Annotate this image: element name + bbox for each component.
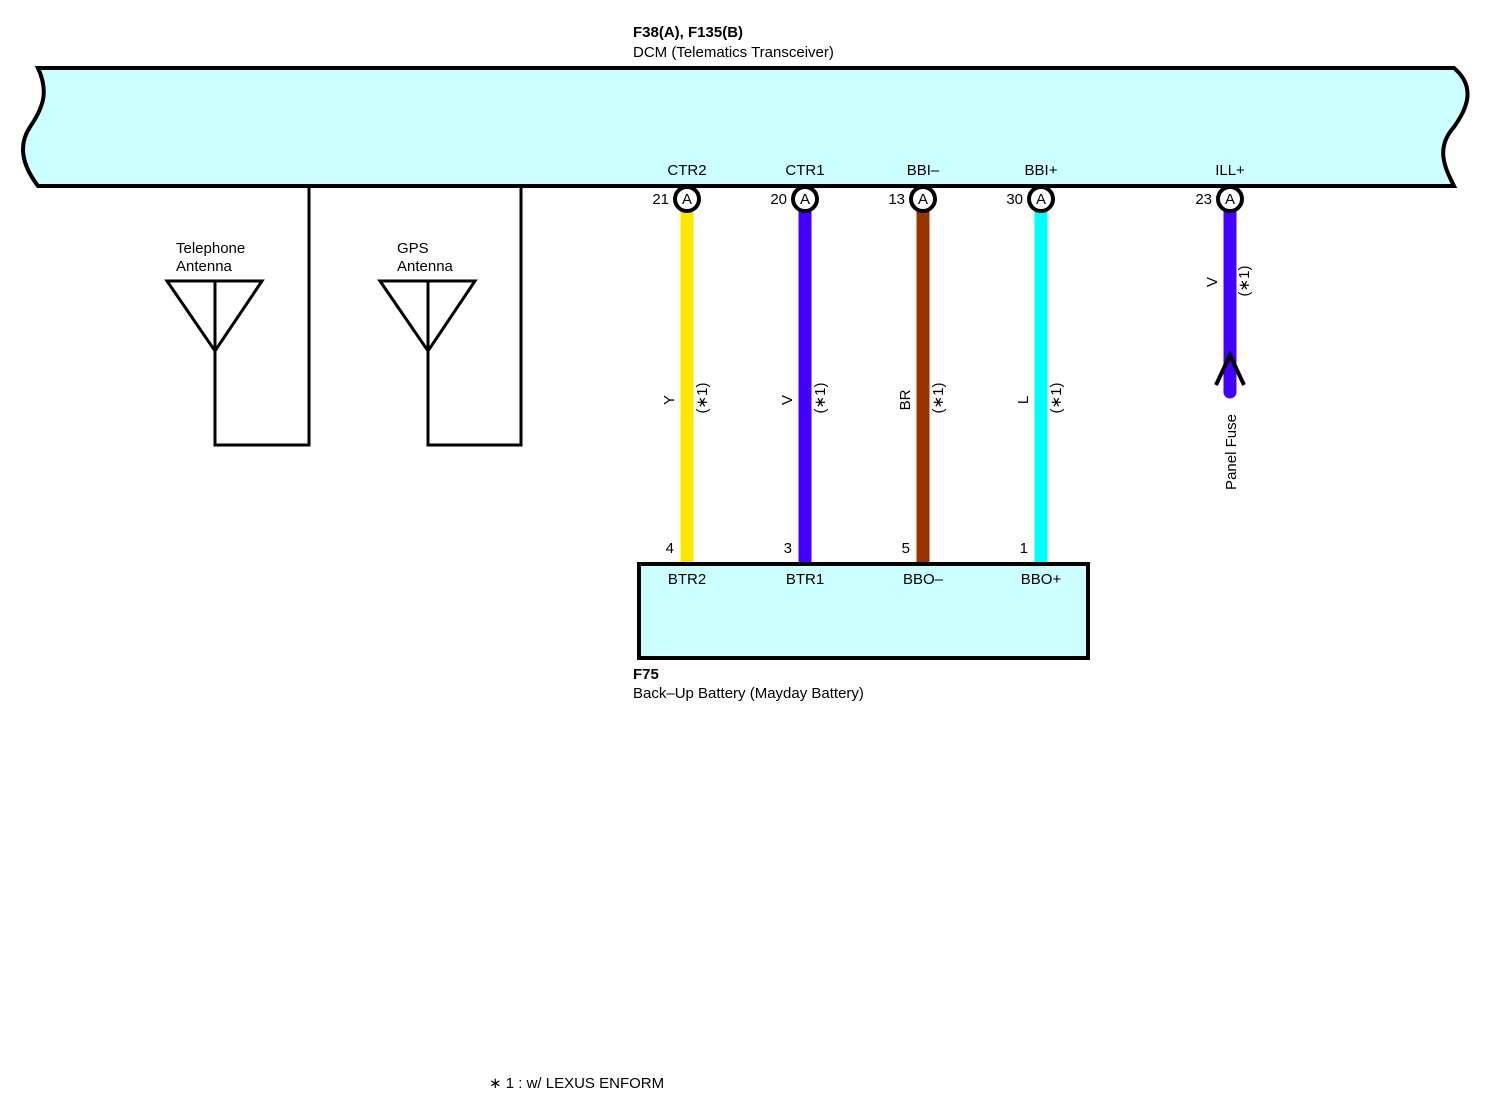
- wire-color-code: L: [1015, 396, 1032, 404]
- battery-pin-number: 4: [666, 540, 674, 557]
- pin-connector-circle: [909, 185, 937, 213]
- battery-component-body: [637, 562, 1090, 660]
- pin-connector-circle: [791, 185, 819, 213]
- wire-3: BBI+30 A L (∗1) 1: [1006, 162, 1065, 564]
- pin-connector-circle: [673, 185, 701, 213]
- battery-pin-signal: BTR2: [668, 571, 706, 588]
- gps-antenna-symbol: [377, 186, 523, 447]
- wire-note: (∗1): [930, 383, 947, 414]
- dcm-pin-number: 30: [1006, 191, 1023, 208]
- telephone-antenna-label-1: Telephone: [176, 240, 245, 257]
- battery-connector-label: F75: [633, 666, 659, 683]
- gps-antenna: GPS Antenna: [377, 186, 523, 447]
- wire-note: (∗1): [1048, 383, 1065, 414]
- dcm-pin-signal: BBI+: [1025, 162, 1058, 179]
- pin-connector-letter: A: [1036, 191, 1046, 208]
- dcm-pin-number: 21: [652, 191, 669, 208]
- telephone-antenna-symbol: [164, 186, 311, 447]
- wire-0: CTR2 21 A Y (∗1) 4: [652, 162, 711, 564]
- battery-name-label: Back–Up Battery (Mayday Battery): [633, 685, 864, 702]
- ill-wire-note: (∗1): [1236, 266, 1253, 297]
- pin-connector-letter: A: [682, 191, 692, 208]
- pin-connector-letter: A: [800, 191, 810, 208]
- wires-layer: CTR2 21 A Y (∗1) 4 CTR1 20 A V (∗1) 3 BBI–13 A BR (∗1) 5…: [652, 162, 1065, 564]
- dcm-component-body: [21, 66, 1470, 188]
- battery-pin-number: 1: [1020, 540, 1028, 557]
- gps-antenna-label-2: Antenna: [397, 258, 454, 275]
- dcm-pin-signal: BBI–: [907, 162, 940, 179]
- battery-pin-signal: BTR1: [786, 571, 824, 588]
- battery-pin-number: 3: [784, 540, 792, 557]
- ill-wire-color-code: V: [1204, 277, 1221, 287]
- dcm-name-label: DCM (Telematics Transceiver): [633, 44, 834, 61]
- dcm-pin-number: 20: [770, 191, 787, 208]
- dcm-pin-number: 13: [888, 191, 905, 208]
- ill-connector-circle: [1216, 185, 1244, 213]
- battery-pin-signal: BBO+: [1021, 571, 1062, 588]
- ill-signal: ILL+: [1215, 162, 1245, 179]
- gps-antenna-label-1: GPS: [397, 240, 429, 257]
- arrow-up-icon: [1214, 350, 1246, 386]
- footnote: ∗ 1 : w/ LEXUS ENFORM: [489, 1075, 664, 1092]
- dcm-connector-label: F38(A), F135(B): [633, 24, 743, 41]
- wire-color-code: BR: [897, 389, 914, 410]
- wire-color-code: V: [779, 395, 796, 405]
- pin-connector-letter: A: [918, 191, 928, 208]
- ill-wire-layer: ILL+23 A V (∗1) Panel Fuse: [1195, 162, 1253, 490]
- battery-pin-number: 5: [902, 540, 910, 557]
- dcm-pin-signal: CTR1: [785, 162, 824, 179]
- panel-fuse-label: Panel Fuse: [1223, 414, 1240, 490]
- dcm-pin-signal: CTR2: [667, 162, 706, 179]
- ill-connector-letter: A: [1225, 191, 1235, 208]
- pin-connector-circle: [1027, 185, 1055, 213]
- battery-pin-labels: BTR2 BTR1 BBO– BBO+: [668, 571, 1062, 588]
- wire-note: (∗1): [812, 383, 829, 414]
- wire-note: (∗1): [694, 383, 711, 414]
- ill-pin-number: 23: [1195, 191, 1212, 208]
- wire-1: CTR1 20 A V (∗1) 3: [770, 162, 829, 564]
- telephone-antenna: Telephone Antenna: [164, 186, 311, 447]
- wire-color-code: Y: [661, 395, 678, 405]
- battery-pin-signal: BBO–: [903, 571, 944, 588]
- telephone-antenna-label-2: Antenna: [176, 258, 233, 275]
- wire-2: BBI–13 A BR (∗1) 5: [888, 162, 947, 564]
